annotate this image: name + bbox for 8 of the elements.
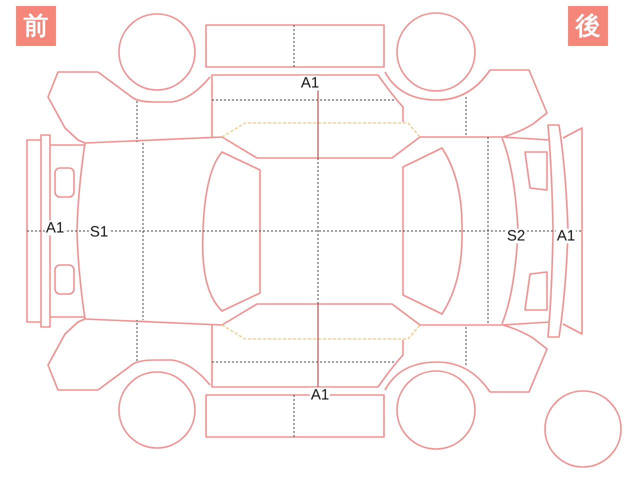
damage-code: A1 xyxy=(44,220,66,236)
damage-code: S2 xyxy=(506,228,526,244)
damage-code: A1 xyxy=(556,228,576,244)
damage-code: A1 xyxy=(310,388,330,402)
direction-tag: 後 xyxy=(568,6,608,46)
damage-code: S1 xyxy=(88,224,110,240)
damage-code: A1 xyxy=(300,76,320,90)
direction-tag: 前 xyxy=(16,6,56,46)
